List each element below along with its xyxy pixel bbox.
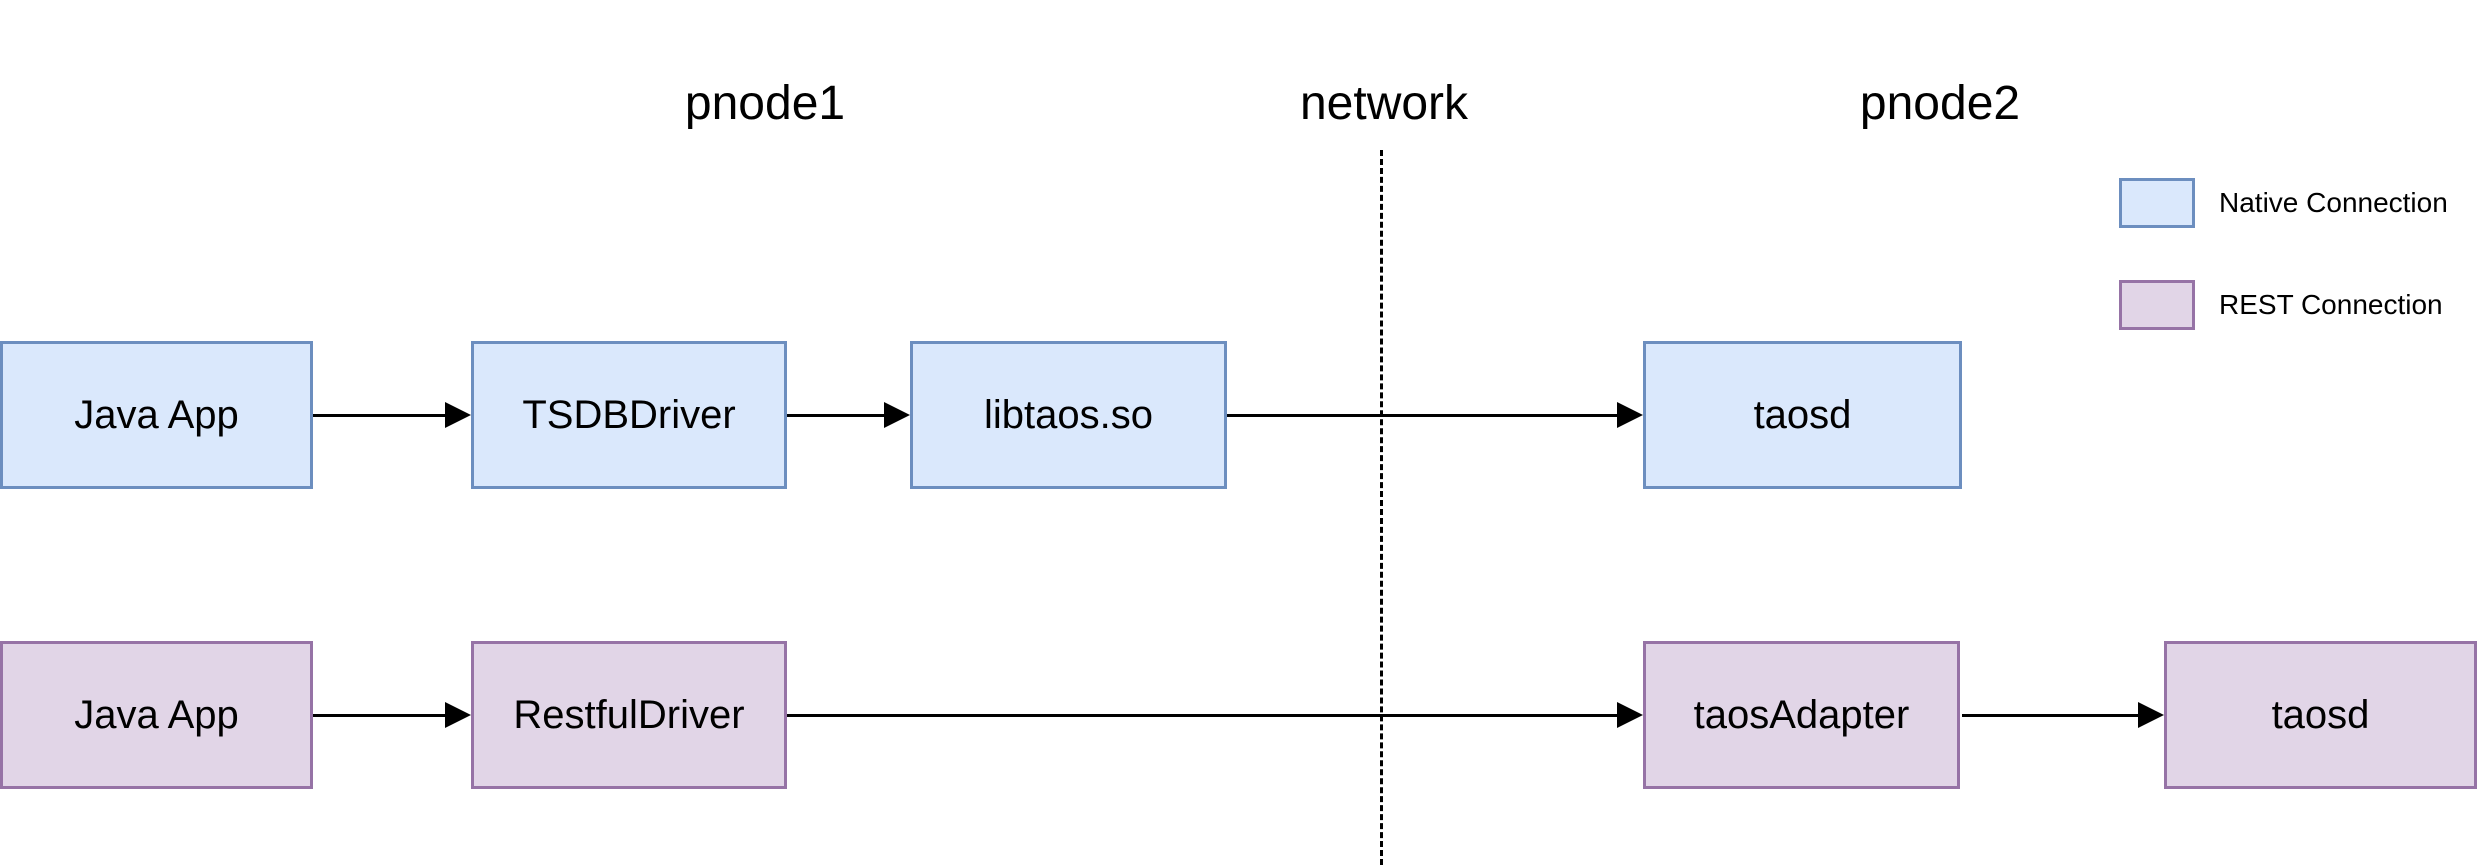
arrowhead-icon [1617,402,1643,428]
arrow-restfuldriver-to-taosadapter [787,702,1643,728]
node-restfuldriver: RestfulDriver [471,641,787,789]
node-label: Java App [74,392,239,437]
arrowhead-icon [2138,702,2164,728]
node-label: RestfulDriver [513,692,745,737]
node-label: taosd [2271,692,2370,737]
arrowhead-icon [445,702,471,728]
arrow-taosadapter-to-taosd [1962,702,2164,728]
node-label: TSDBDriver [522,392,736,437]
node-label: taosd [1753,392,1852,437]
arrow-tsdbdriver-to-libtaos [787,402,910,428]
arrow-shaft [313,713,449,717]
zone-label-network: network [1299,77,1469,130]
node-label: taosAdapter [1693,692,1910,737]
node-taosd-native: taosd [1643,341,1962,489]
zone-label-pnode1: pnode1 [684,77,846,130]
arrowhead-icon [884,402,910,428]
node-taosadapter: taosAdapter [1643,641,1960,789]
arrowhead-icon [1617,702,1643,728]
legend-swatch-native-icon [2119,178,2195,228]
arrow-shaft [787,413,888,417]
legend-label-rest: REST Connection [2219,289,2443,320]
arrow-libtaos-to-taosd [1227,402,1643,428]
legend-item-native: Native Connection [2119,178,2448,228]
zone-label-pnode2: pnode2 [1859,77,2021,130]
arrow-shaft [787,713,1621,717]
arrow-shaft [1227,413,1621,417]
legend-item-rest: REST Connection [2119,280,2443,330]
node-libtaos-so: libtaos.so [910,341,1227,489]
legend-label-native: Native Connection [2219,187,2448,218]
node-taosd-rest: taosd [2164,641,2477,789]
arrow-shaft [1962,713,2142,717]
arrow-shaft [313,413,449,417]
arrowhead-icon [445,402,471,428]
node-label: Java App [74,692,239,737]
node-java-app-native: Java App [0,341,313,489]
node-java-app-rest: Java App [0,641,313,789]
node-label: libtaos.so [984,392,1153,437]
arrow-javaapp-to-tsdbdriver [313,402,471,428]
legend-swatch-rest-icon [2119,280,2195,330]
arrow-javaapp-to-restfuldriver [313,702,471,728]
node-tsdbdriver: TSDBDriver [471,341,787,489]
network-divider-line [1380,150,1383,865]
